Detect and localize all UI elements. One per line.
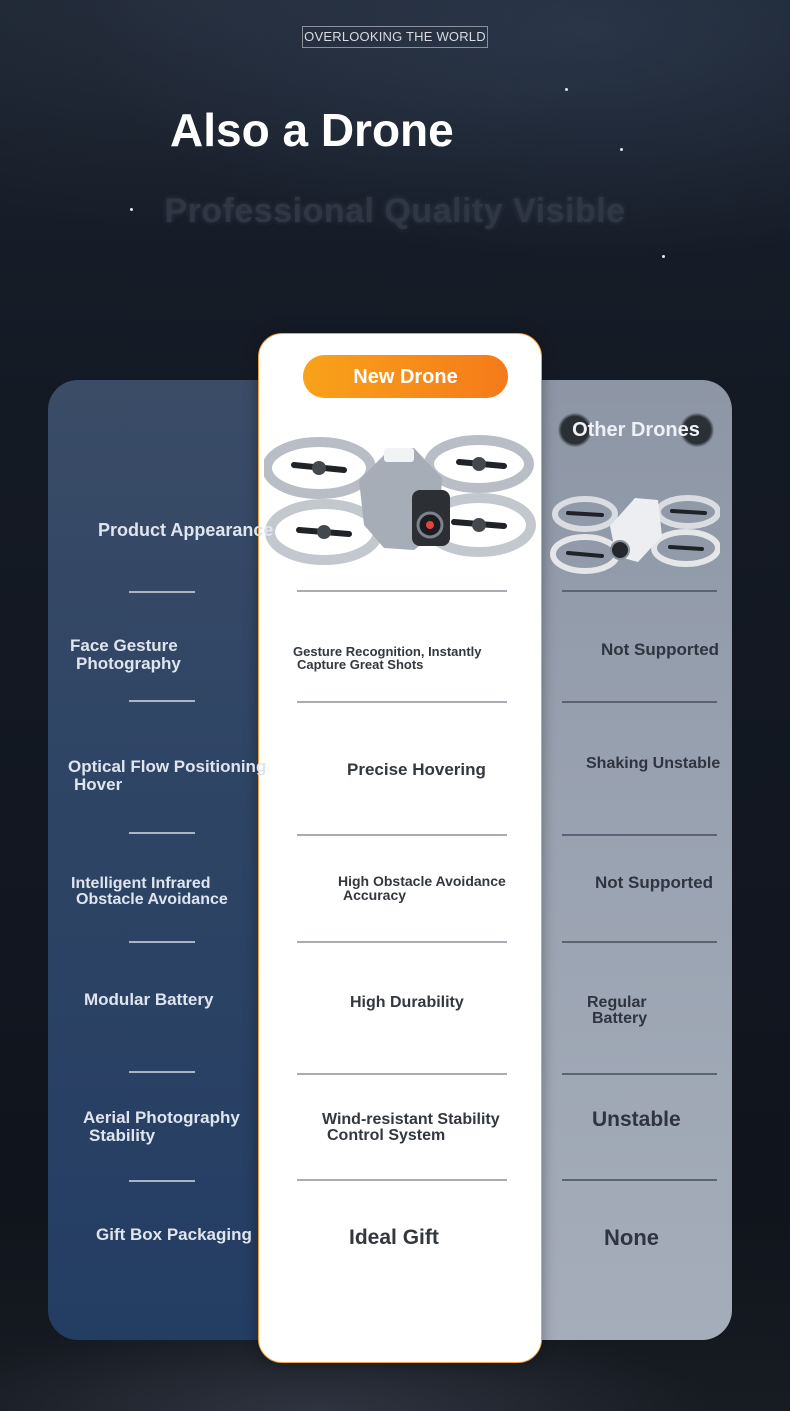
background-glow [0, 0, 790, 300]
row-divider [297, 701, 507, 703]
row-divider [297, 590, 507, 592]
other-drone-value: Unstable [592, 1108, 681, 1131]
header-tag: OVERLOOKING THE WORLD [302, 26, 488, 48]
other-drone-value-line: Regular [587, 994, 647, 1011]
row-divider [297, 1179, 507, 1181]
row-divider [562, 834, 717, 836]
feature-label-line: Intelligent Infrared [71, 875, 211, 892]
other-drone-image [550, 495, 720, 574]
star-decoration [565, 88, 568, 91]
row-divider [129, 591, 195, 593]
other-drone-value-line: Battery [592, 1010, 648, 1027]
row-divider [562, 701, 717, 703]
new-drone-value: Precise Hovering [347, 760, 486, 779]
other-drone-value: Not Supported [601, 640, 720, 659]
row-divider [129, 941, 195, 943]
star-decoration [662, 255, 665, 258]
other-drones-header: Other Drones [558, 412, 714, 448]
feature-label: Face Gesture Photography [70, 637, 181, 673]
new-drone-value-line: Control System [327, 1127, 446, 1144]
page-subtitle: Professional Quality Visible [164, 192, 626, 230]
new-drone-value: Wind-resistant Stability Control System [322, 1112, 500, 1144]
row-divider [129, 1071, 195, 1073]
new-drone-badge: New Drone [303, 355, 508, 398]
feature-label-line: Optical Flow Positioning [68, 757, 267, 776]
new-drone-value: High Obstacle Avoidance Accuracy [338, 874, 506, 902]
new-drone-value-line: Capture Great Shots [297, 657, 424, 672]
other-drone-value: Not Supported [595, 873, 714, 892]
feature-label: Optical Flow Positioning Hover [68, 758, 266, 794]
new-drone-value: High Durability [350, 994, 464, 1011]
feature-label-line: Stability [89, 1126, 156, 1145]
other-drone-value: None [604, 1225, 659, 1250]
star-decoration [620, 148, 623, 151]
row-divider [129, 700, 195, 702]
other-drones-label: Other Drones [572, 419, 700, 441]
row-divider [562, 590, 717, 592]
feature-label: Gift Box Packaging [96, 1225, 252, 1244]
dot-decoration [558, 412, 592, 448]
new-drone-value-line: Wind-resistant Stability [322, 1111, 500, 1128]
row-divider [297, 1073, 507, 1075]
row-divider [562, 1179, 717, 1181]
new-drone-value: Ideal Gift [349, 1226, 439, 1249]
feature-label-line: Hover [74, 775, 123, 794]
feature-label: Modular Battery [84, 990, 214, 1009]
row-divider [562, 1073, 717, 1075]
other-drone-value: Shaking Unstable [586, 755, 721, 772]
feature-label-line: Obstacle Avoidance [76, 891, 228, 908]
star-decoration [130, 208, 133, 211]
new-drone-image [264, 435, 536, 565]
dot-decoration [680, 412, 714, 448]
row-divider [129, 1180, 195, 1182]
feature-label-line: Photography [76, 654, 181, 673]
row-divider [562, 941, 717, 943]
other-drone-value: Regular Battery [587, 995, 647, 1027]
feature-label: Product Appearance [98, 520, 274, 540]
row-divider [129, 832, 195, 834]
new-drone-value-line: High Obstacle Avoidance [338, 873, 506, 889]
new-drone-value: Gesture Recognition, Instantly Capture G… [293, 645, 482, 671]
page-title: Also a Drone [170, 104, 454, 156]
row-divider [297, 941, 507, 943]
row-divider [297, 834, 507, 836]
feature-label: Intelligent Infrared Obstacle Avoidance [71, 876, 228, 908]
new-drone-value-line: Gesture Recognition, Instantly [293, 644, 482, 659]
feature-label: Aerial Photography Stability [83, 1109, 240, 1145]
new-drone-value-line: Accuracy [343, 887, 407, 903]
feature-label-line: Face Gesture [70, 636, 178, 655]
feature-label-line: Aerial Photography [83, 1108, 240, 1127]
